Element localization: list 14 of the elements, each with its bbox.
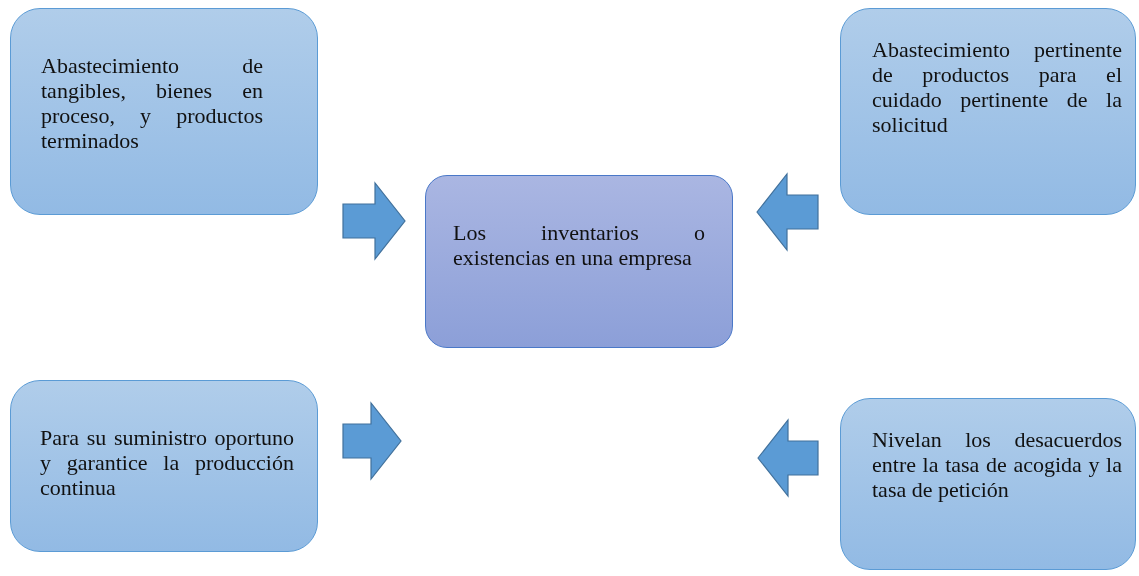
box-text: Nivelan los desacuerdos entre la tasa de acogida y la tasa de petición [872, 427, 1122, 502]
block-arrow [342, 401, 402, 481]
central-box [425, 175, 733, 348]
box-text: Los inventarios o existencias en una empresa [453, 220, 705, 270]
text-box [10, 8, 318, 215]
box-text: Abastecimiento de tangibles, bienes en proceso, y productos terminados [41, 53, 263, 153]
text-box [840, 398, 1136, 570]
box-text: Abastecimiento pertinente de productos para el cuidado pertinente de la solicitud [872, 37, 1122, 137]
block-arrow [342, 181, 406, 261]
box-text: Para su suministro oportuno y garantice la producción continua [40, 425, 294, 500]
block-arrow [757, 418, 819, 498]
text-box [840, 8, 1136, 215]
text-box [10, 380, 318, 552]
block-arrow [756, 172, 819, 252]
